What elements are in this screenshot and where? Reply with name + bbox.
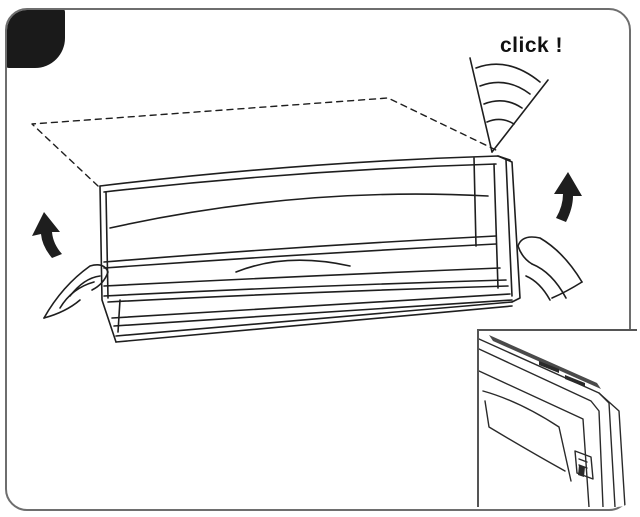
- left-hand: [43, 264, 109, 319]
- up-arrow-icon: [32, 212, 62, 258]
- panel-hinge-closeup: [479, 335, 626, 507]
- unit-left-side: [99, 185, 117, 343]
- up-arrow-icon: [554, 172, 582, 222]
- detail-inset: [477, 329, 637, 507]
- step-number-badge: [7, 10, 65, 68]
- click-wave-icon: [469, 57, 549, 153]
- unit-right-side: [497, 155, 521, 303]
- raised-panel-outline: [31, 97, 497, 187]
- display-window: [235, 259, 351, 273]
- click-annotation: click !: [500, 34, 564, 57]
- unit-top-edge: [99, 155, 511, 187]
- right-hand: [517, 236, 583, 301]
